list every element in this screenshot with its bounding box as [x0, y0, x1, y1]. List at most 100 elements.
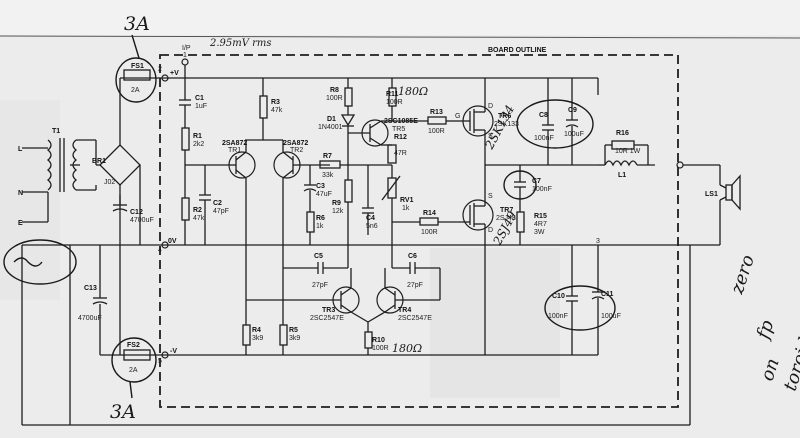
fuse-fs2: [123, 349, 151, 361]
transformer-t1: [46, 138, 96, 192]
handdrawn-circle-left: [3, 239, 77, 285]
mains-n-label: N: [18, 190, 23, 197]
tr1-type: 2SA872: [222, 140, 247, 147]
r10-label: R10: [372, 337, 385, 344]
r9-label: R9: [332, 200, 341, 207]
terminal-num-1: 1: [183, 52, 187, 59]
r6-label: R6: [316, 215, 325, 222]
hand-note-r10: 180Ω: [392, 342, 422, 355]
handdrawn-circle-c10-c11: [544, 285, 616, 331]
handdrawn-circle-c8-c9: [516, 99, 594, 149]
handdrawn-circle-fs2: [111, 337, 157, 383]
capacitor-c5: [283, 262, 348, 274]
resistor-r12: [387, 144, 397, 164]
r14-label: R14: [423, 210, 436, 217]
handdrawn-arrow-top: [131, 34, 140, 59]
resistor-r6: [306, 211, 315, 245]
br1-label: BR1: [92, 158, 106, 165]
c2-label: C2: [213, 200, 222, 207]
capacitor-c7: [514, 165, 526, 212]
r8-label: R8: [330, 87, 339, 94]
transistor-tr1: [228, 140, 256, 305]
resistor-r10: [364, 322, 373, 355]
hand-note-3a-top: 3A: [124, 13, 150, 35]
resistor-r11: [388, 78, 397, 121]
tr6-type: 2SK133: [494, 121, 519, 128]
handdrawn-circle-fs1: [115, 57, 157, 103]
capacitor-c13: [92, 245, 120, 356]
transistor-tr5: [348, 119, 392, 147]
d1-label: D1: [327, 116, 336, 123]
capacitor-c6: [392, 262, 440, 274]
capacitor-c1: [179, 65, 191, 128]
r1-value: 2k2: [193, 141, 204, 148]
resistor-r4: [242, 305, 251, 355]
terminal-plus: [161, 74, 169, 82]
r14-value: 100R: [421, 229, 438, 236]
capacitor-c12: [112, 195, 128, 212]
c1-label: C1: [195, 95, 204, 102]
c10-value: 100nF: [548, 313, 568, 320]
fs2-label: FS2: [127, 342, 140, 349]
c4-label: C4: [366, 215, 375, 222]
tr7-type: 2SJ48: [496, 215, 516, 222]
tr4-type: 2SC2547E: [398, 315, 432, 322]
r6-value: 1k: [316, 223, 324, 230]
r11-value: 100R: [386, 99, 403, 106]
r16-value: 10R 1W: [615, 148, 641, 155]
c12-value: 4700uF: [130, 217, 154, 224]
resistor-r3: [245, 78, 283, 141]
r16-label: R16: [616, 130, 629, 137]
terminal-minus: [161, 351, 169, 359]
diode-d1: [340, 114, 356, 180]
resistor-r14: [392, 217, 462, 226]
r2-label: R2: [193, 207, 202, 214]
label-ip: I/P: [182, 45, 191, 52]
resistor-r15: [516, 211, 525, 245]
c13-label: C13: [84, 285, 97, 292]
capacitor-c3: [303, 165, 317, 212]
r8-value: 100R: [326, 95, 343, 102]
terminal-num-4: 4: [158, 247, 162, 254]
transistor-tr3: [246, 268, 369, 323]
r15-value: 4R7: [534, 221, 547, 228]
label-minus-v: -V: [170, 348, 177, 355]
r15-power: 3W: [534, 229, 545, 236]
r15-label: R15: [534, 213, 547, 220]
handdrawn-scribble: [13, 257, 43, 267]
rv1-label: RV1: [400, 197, 414, 204]
resistor-r2: [181, 197, 190, 245]
c7-value: 100nF: [532, 186, 552, 193]
c8-label: C8: [539, 112, 548, 119]
resistor-r16: [604, 140, 649, 165]
rv1-value: 1k: [402, 205, 410, 212]
terminal-num-2: 2: [158, 66, 162, 73]
c3-label: C3: [316, 183, 325, 190]
hand-note-3a-bottom: 3A: [110, 401, 136, 423]
r10-value: 100R: [372, 345, 389, 352]
fuse-fs1: [123, 69, 151, 81]
board-outline: [159, 54, 679, 408]
r11-label: R11: [386, 91, 399, 98]
r13-label: R13: [430, 109, 443, 116]
page-fold-line: [0, 35, 800, 39]
tr6-ref: TR6: [498, 113, 511, 120]
resistor-r9: [344, 179, 353, 268]
c1-value: 1uF: [195, 103, 207, 110]
tr6-g-label: G: [455, 113, 460, 120]
r5-label: R5: [289, 327, 298, 334]
handdrawn-arrow-bottom: [129, 381, 133, 399]
resistor-r13: [392, 116, 462, 125]
capacitor-c10: [566, 245, 578, 355]
resistor-r8: [344, 78, 353, 115]
c5-value: 27pF: [312, 282, 328, 289]
tr7-d-label: D: [488, 227, 493, 234]
mains-l-label: L: [18, 146, 23, 153]
r1-label: R1: [193, 133, 202, 140]
c8-value: 100nF: [534, 135, 554, 142]
transistor-tr4: [367, 268, 441, 323]
tr6-s-label: S: [488, 133, 493, 140]
c6-label: C6: [408, 253, 417, 260]
mosfet-tr6: [462, 78, 494, 165]
